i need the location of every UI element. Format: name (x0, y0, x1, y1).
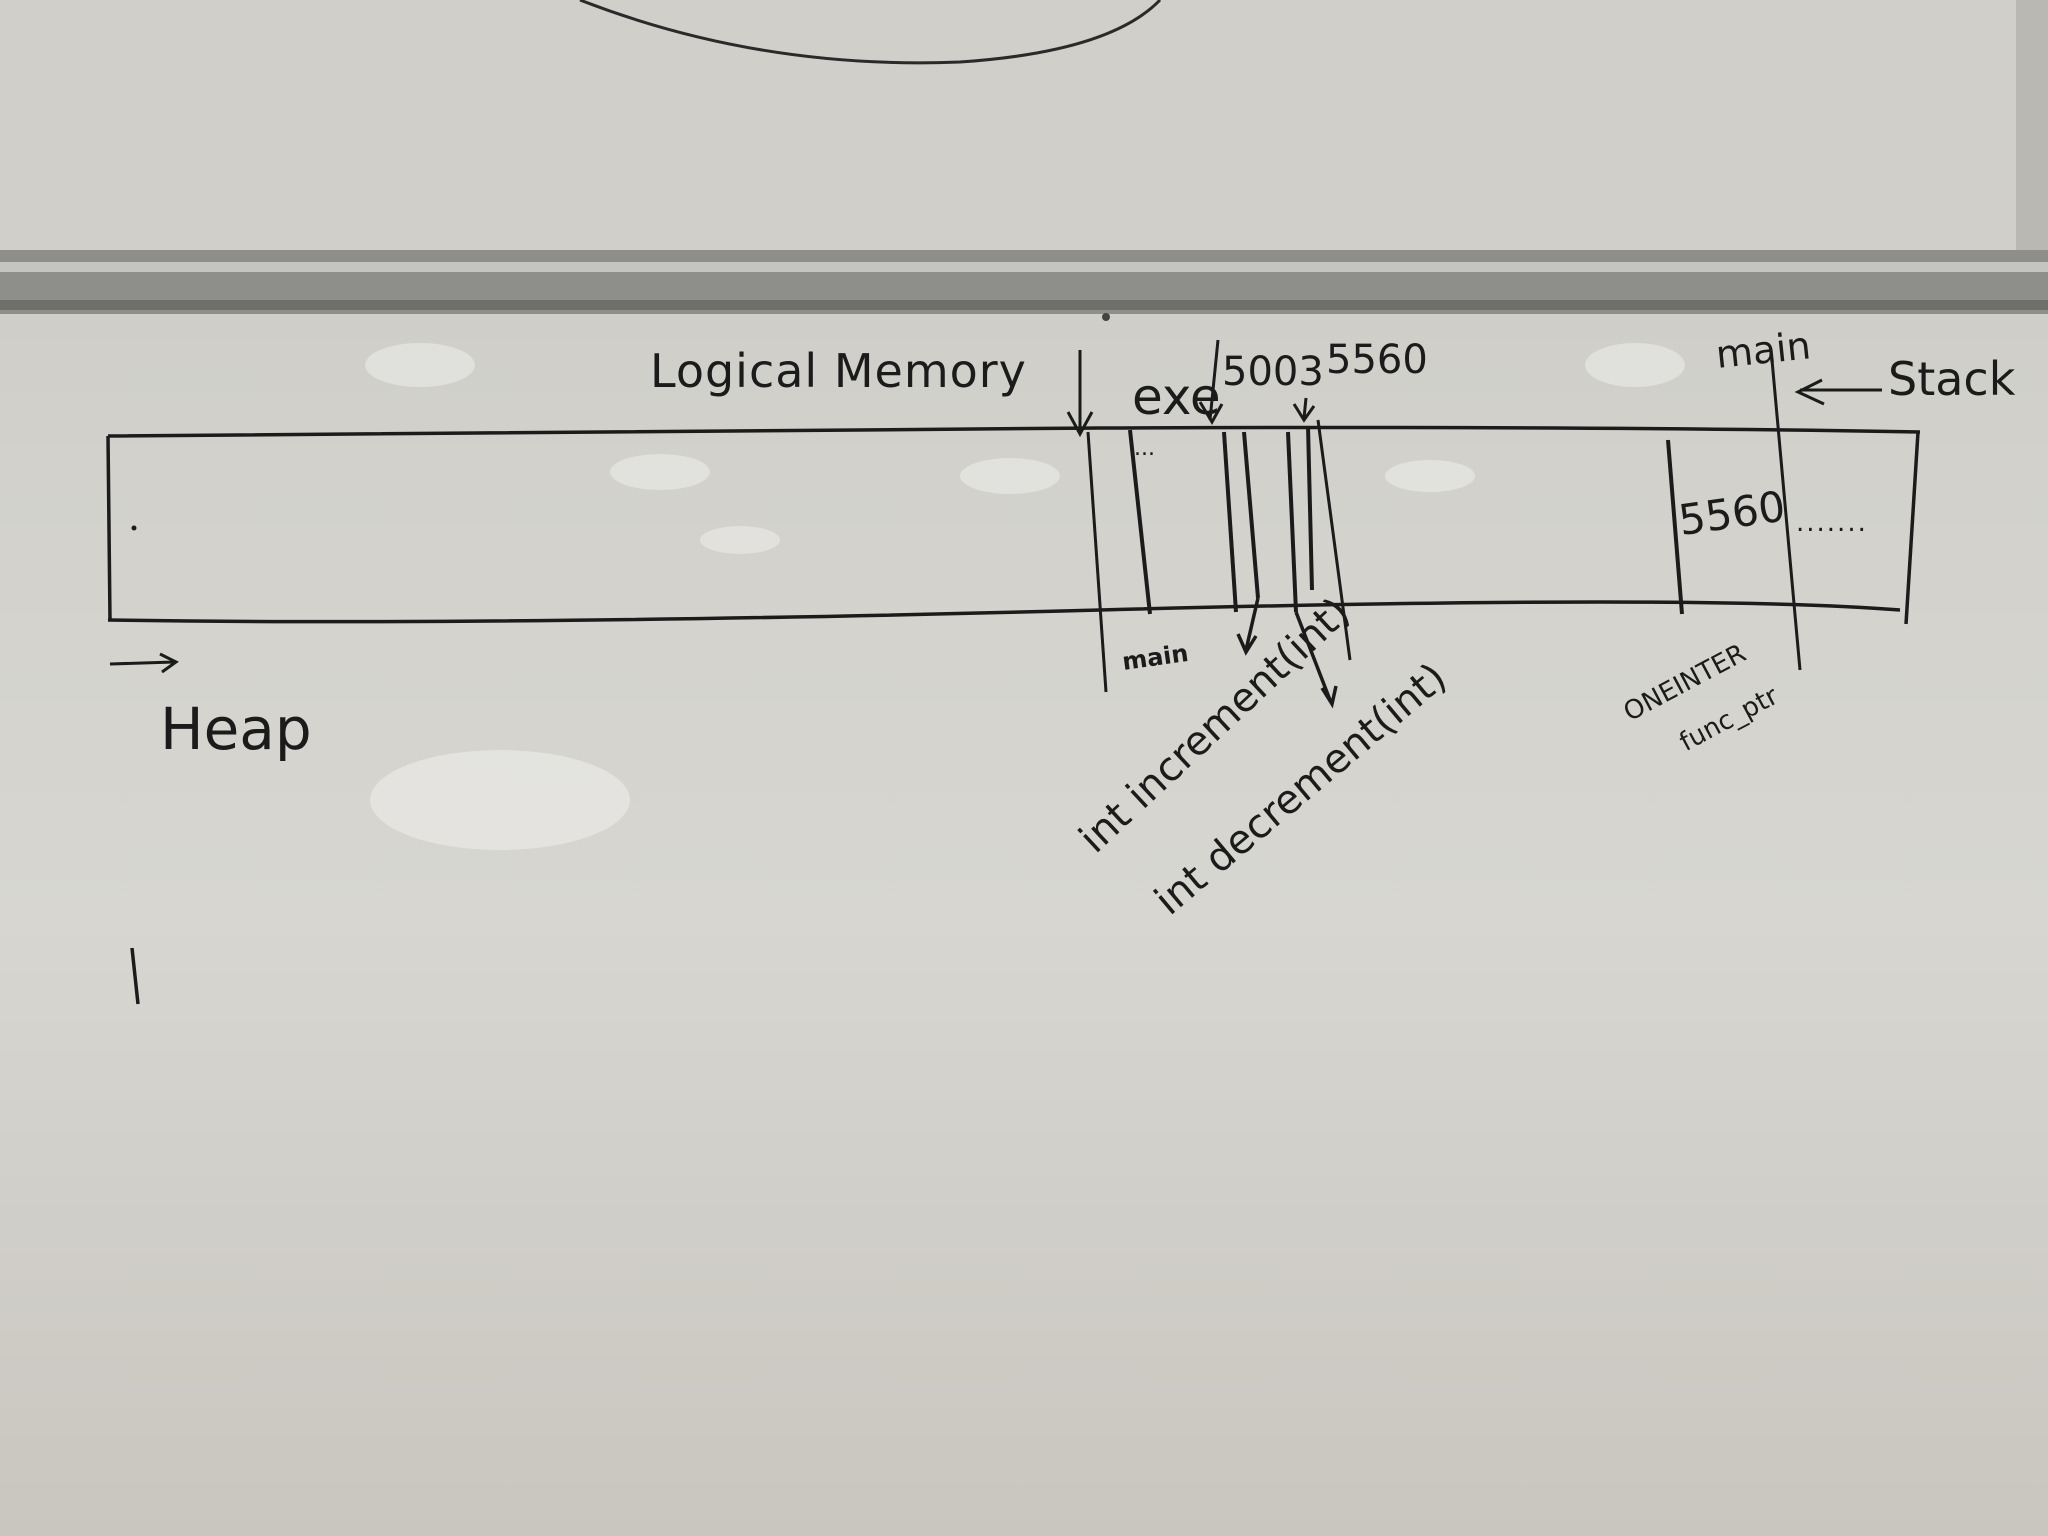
board-right-frame (2016, 0, 2048, 250)
heap-label: Heap (160, 695, 312, 763)
stack-label: Stack (1888, 352, 2016, 406)
exe-start-line (1086, 431, 1108, 693)
memory-box-top-edge (107, 425, 1921, 438)
board-glare (365, 343, 1685, 850)
decrement-cell-line-b (1306, 425, 1314, 591)
increment-cell-line-a (1222, 431, 1238, 613)
address-increment-label: 5003 (1222, 349, 1324, 395)
heap-pointer-arrow (109, 652, 179, 674)
upper-board-curve (579, 0, 1162, 65)
upper-board-panel (0, 0, 2048, 250)
marker-tray-highlight (0, 262, 2048, 272)
memory-box-right-edge (1904, 431, 1920, 625)
exe-main-cell-line (1128, 429, 1152, 615)
marker-tray-lower (0, 300, 2048, 310)
stack-cell-ellipsis: ....... (1796, 508, 1868, 538)
stack-cell-left-line (1666, 439, 1684, 615)
stack-main-frame-line (1770, 359, 1802, 671)
memory-box-left-edge (106, 435, 112, 621)
decrement-cell-line-a (1286, 431, 1298, 613)
memory-box-bottom-edge (107, 600, 1901, 624)
exe-cell-ellipsis: ... (1134, 436, 1155, 461)
stack-main-frame-label: main (1713, 323, 1813, 377)
address-decrement-label: 5560 (1326, 337, 1428, 383)
tray-screw (1102, 313, 1110, 321)
addr-5560-arrow (1292, 397, 1316, 423)
stray-dot (131, 525, 137, 531)
diagram-title: Logical Memory (650, 344, 1027, 398)
addr-5003-tick (1198, 339, 1224, 425)
exe-label: exe (1132, 368, 1221, 426)
increment-cell-line-b (1242, 431, 1260, 599)
exe-start-arrow (1066, 350, 1094, 438)
increment-pointer-arrow (1236, 597, 1260, 656)
stack-pointer-arrow (1794, 378, 1882, 406)
stray-mark (130, 947, 140, 1005)
decrement-pointer-arrow (1294, 611, 1338, 709)
addr-5560-tick (1316, 419, 1352, 661)
